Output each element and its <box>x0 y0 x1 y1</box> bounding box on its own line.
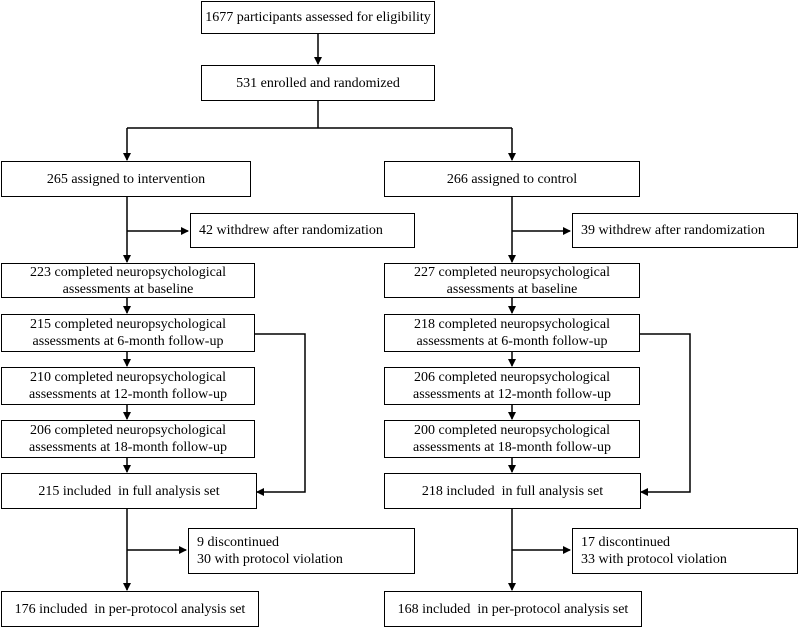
box-control-full-analysis: 218 included in full analysis set <box>384 473 641 509</box>
control-assigned-text: 266 assigned to control <box>446 171 578 187</box>
control-withdrew-text: 39 withdrew after randomization <box>581 223 765 238</box>
control-6month-line1: 218 completed neuropsychological <box>414 317 610 332</box>
control-baseline-line2: assessments at baseline <box>446 281 578 297</box>
intervention-excluded-line1: 9 discontinued <box>197 535 280 550</box>
box-intervention-excluded: 9 discontinued 30 with protocol violatio… <box>188 528 415 574</box>
intervention-baseline-line2: assessments at baseline <box>62 281 194 297</box>
intervention-18month-line1: 206 completed neuropsychological <box>30 423 226 438</box>
box-intervention-18month: 206 completed neuropsychological assessm… <box>1 420 255 458</box>
box-control-18month: 200 completed neuropsychological assessm… <box>384 420 640 458</box>
box-control-assigned: 266 assigned to control <box>384 161 640 197</box>
intervention-12month-line1: 210 completed neuropsychological <box>30 370 226 385</box>
intervention-per-protocol-text: 176 included in per-protocol analysis se… <box>14 601 246 617</box>
box-control-withdrew: 39 withdrew after randomization <box>572 213 798 248</box>
control-per-protocol-text: 168 included in per-protocol analysis se… <box>397 601 629 617</box>
intervention-baseline-line1: 223 completed neuropsychological <box>30 264 226 280</box>
intervention-assigned-text: 265 assigned to intervention <box>46 171 206 187</box>
intervention-18month-line2: assessments at 18-month follow-up <box>29 440 227 455</box>
box-control-6month: 218 completed neuropsychological assessm… <box>384 314 640 352</box>
arrow-ctl-6m-bypass-to-full <box>640 333 691 496</box>
intervention-excluded-line2: 30 with protocol violation <box>197 552 343 567</box>
box-screening-text: 1677 participants assessed for eligibili… <box>205 10 431 25</box>
box-intervention-6month: 215 completed neuropsychological assessm… <box>1 314 255 352</box>
control-12month-line1: 206 completed neuropsychological <box>414 370 610 385</box>
box-control-12month: 206 completed neuropsychological assessm… <box>384 367 640 405</box>
box-control-excluded: 17 discontinued 33 with protocol violati… <box>572 528 798 574</box>
box-intervention-12month: 210 completed neuropsychological assessm… <box>1 367 255 405</box>
control-baseline-line1: 227 completed neuropsychological <box>414 264 610 280</box>
box-intervention-withdrew: 42 withdrew after randomization <box>190 213 415 248</box>
box-intervention-full-analysis: 215 included in full analysis set <box>1 473 257 509</box>
control-6month-line2: assessments at 6-month follow-up <box>416 334 608 349</box>
box-intervention-per-protocol: 176 included in per-protocol analysis se… <box>1 591 259 627</box>
control-12month-line2: assessments at 12-month follow-up <box>413 387 611 402</box>
box-randomized: 531 enrolled and randomized <box>201 65 435 101</box>
box-control-baseline: 227 completed neuropsychological assessm… <box>384 263 640 298</box>
control-18month-line2: assessments at 18-month follow-up <box>413 440 611 455</box>
intervention-withdrew-text: 42 withdrew after randomization <box>199 223 383 238</box>
control-excluded-line2: 33 with protocol violation <box>581 552 727 567</box>
box-intervention-baseline: 223 completed neuropsychological assessm… <box>1 263 255 298</box>
box-control-per-protocol: 168 included in per-protocol analysis se… <box>384 591 642 627</box>
control-excluded-line1: 17 discontinued <box>581 535 671 550</box>
control-18month-line1: 200 completed neuropsychological <box>414 423 610 438</box>
control-full-analysis-text: 218 included in full analysis set <box>421 483 604 499</box>
box-randomized-text: 531 enrolled and randomized <box>236 75 400 91</box>
arrow-int-6m-bypass-to-full <box>255 333 306 496</box>
intervention-6month-line2: assessments at 6-month follow-up <box>32 334 224 349</box>
intervention-6month-line1: 215 completed neuropsychological <box>30 317 226 332</box>
intervention-full-analysis-text: 215 included in full analysis set <box>38 483 220 499</box>
box-screening: 1677 participants assessed for eligibili… <box>201 1 435 34</box>
intervention-12month-line2: assessments at 12-month follow-up <box>29 387 227 402</box>
box-intervention-assigned: 265 assigned to intervention <box>1 161 251 197</box>
